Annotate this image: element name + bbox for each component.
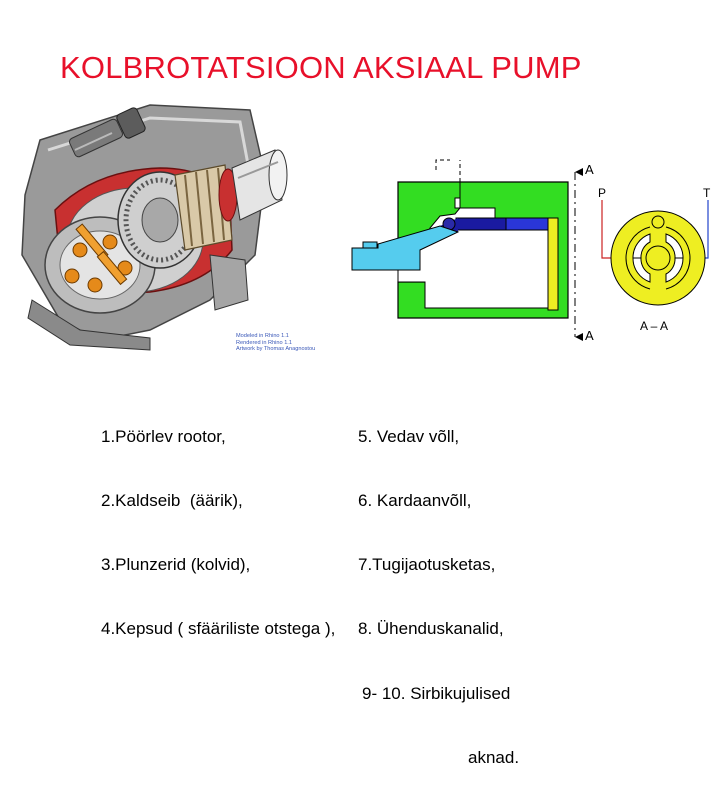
- page-title: KOLBROTATSIOON AKSIAAL PUMP: [60, 50, 582, 85]
- legend-item: 3.Plunzerid (kolvid),: [101, 555, 251, 575]
- valve-plate: [547, 217, 559, 311]
- credit-line: Modeled in Rhino 1.1: [236, 333, 289, 339]
- credit-line: Artwork by Thomas Anagnostou: [236, 346, 316, 353]
- drive-shaft: [231, 149, 288, 221]
- illustration-area: A A P T A – A: [21, 104, 711, 351]
- legend-item: 2.Kaldseib (äärik),: [101, 491, 243, 511]
- legend-item: 5. Vedav võll,: [358, 426, 460, 446]
- shaft: [351, 225, 460, 271]
- legend-item: 6. Kardaanvõll,: [358, 491, 472, 511]
- valve-plate-view: P T A – A: [598, 186, 711, 333]
- legend-item: 1.Pöörlev rootor,: [101, 426, 226, 446]
- cutaway-pump-render: [21, 104, 288, 351]
- section-label-bottom: A: [585, 328, 594, 343]
- legend-item: aknad.: [468, 747, 520, 767]
- legend-item: 9- 10. Sirbikujulised: [362, 683, 511, 703]
- port-t-label: T: [703, 186, 711, 200]
- section-label-top: A: [585, 162, 594, 177]
- render-credit: Modeled in Rhino 1.1 Rendered in Rhino 1…: [236, 333, 315, 353]
- section-schematic: A A: [351, 159, 594, 343]
- piston: [440, 217, 549, 232]
- legend-item: 7.Tugijaotusketas,: [358, 555, 496, 575]
- legend-item: 8. Ühenduskanalid,: [358, 619, 504, 639]
- legend-right: 5. Vedav võll, 6. Kardaanvõll, 7.Tugijao…: [358, 383, 519, 790]
- roller-bearing: [174, 164, 233, 251]
- section-caption: A – A: [640, 319, 668, 333]
- port-p-line: [601, 200, 612, 259]
- legend-left: 1.Pöörlev rootor, 2.Kaldseib (äärik), 3.…: [101, 383, 335, 661]
- credit-line: Rendered in Rhino 1.1: [236, 339, 292, 346]
- port-p-label: P: [598, 186, 606, 200]
- legend-item: 4.Kepsud ( sfääriliste otstega ),: [101, 619, 336, 639]
- housing-bolt: [69, 107, 146, 158]
